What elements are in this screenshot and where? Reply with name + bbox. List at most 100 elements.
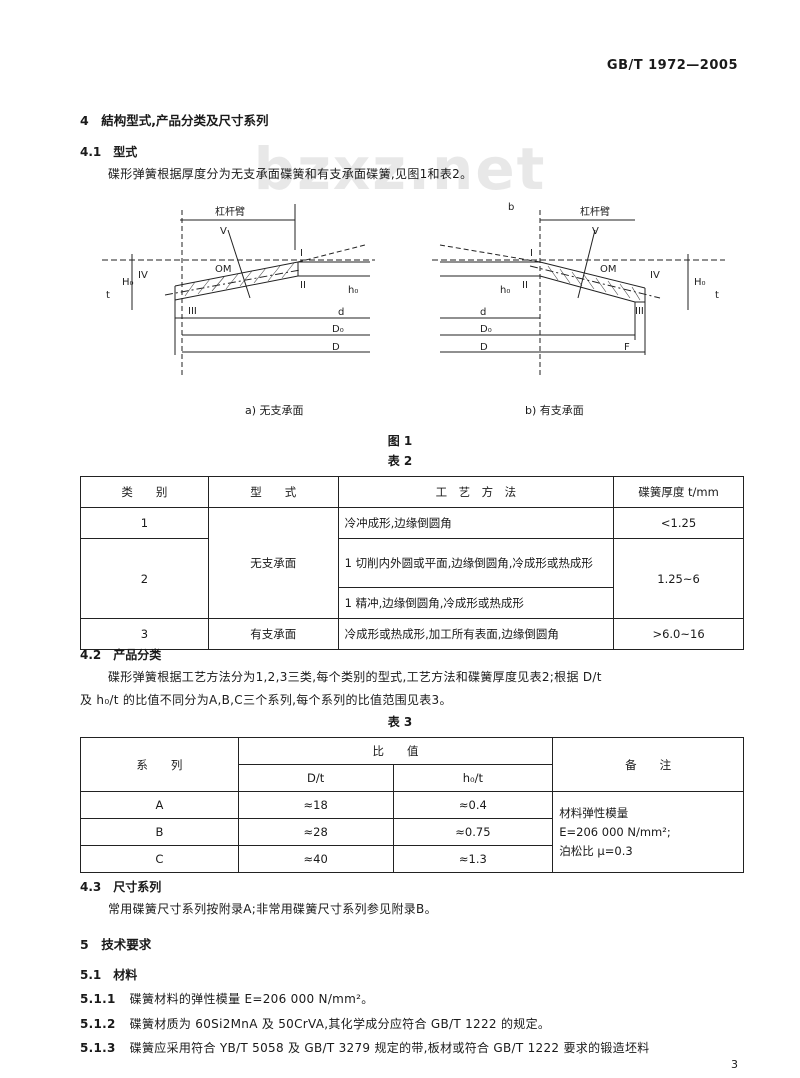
fig-b-b: b: [508, 202, 514, 213]
table-2-header-row: 类 别 型 式 工 艺 方 法 碟簧厚度 t/mm: [80, 476, 744, 508]
table-3-row-A-Dt: ≈18: [237, 791, 394, 819]
table-3-row-A-ht: ≈0.4: [392, 791, 554, 819]
table-2-row-2-method: 1 切削内外圆或平面,边缘倒圆角,冷成形或热成形: [337, 538, 615, 588]
table-row: A ≈18 ≈0.4 材料弹性模量 E=206 000 N/mm²; 泊松比 μ…: [80, 791, 744, 873]
table-2-row-4-thickness: >6.0~16: [613, 618, 744, 650]
fig-b-d: d: [480, 307, 486, 318]
page-number: 3: [731, 1058, 738, 1071]
fig-b-III: III: [635, 306, 644, 317]
table-2-row-4-method: 冷成形或热成形,加工所有表面,边缘倒圆角: [337, 618, 615, 650]
table-3-header-ht: h₀/t: [392, 764, 554, 792]
section-5-1-heading: 5.1 材料: [80, 968, 138, 982]
table-3-row-C-series: C: [80, 845, 239, 873]
section-5-1-1: 5.1.1 碟簧材料的弹性模量 E=206 000 N/mm²。: [80, 990, 374, 1007]
section-5-1-3-text: 碟簧应采用符合 YB/T 5058 及 GB/T 3279 规定的带,板材或符合…: [129, 1041, 650, 1055]
table-3-header-row-2: D/t h₀/t: [81, 764, 744, 792]
table-2-row-4-type: 有支承面: [207, 618, 339, 650]
section-5-1-3-num: 5.1.3: [80, 1041, 116, 1055]
section-5-1-2: 5.1.2 碟簧材质为 60Si2MnA 及 50CrVA,其化学成分应符合 GB…: [80, 1015, 550, 1032]
section-5-1-1-text: 碟簧材料的弹性模量 E=206 000 N/mm²。: [129, 992, 374, 1006]
table-3-row-A-series: A: [80, 791, 239, 819]
table-row: 1 无支承面 冷冲成形,边缘倒圆角 <1.25: [80, 507, 744, 619]
table-3-row-C-Dt: ≈40: [237, 845, 394, 873]
table-row: 3 有支承面 冷成形或热成形,加工所有表面,边缘倒圆角 >6.0~16: [80, 618, 744, 650]
fig-b-OM: OM: [600, 264, 617, 275]
fig-b-Ho: H₀: [694, 277, 706, 288]
section-5-1-2-num: 5.1.2: [80, 1017, 116, 1031]
table-2-row-4-category: 3: [80, 618, 209, 650]
table-row: 2 1 切削内外圆或平面,边缘倒圆角,冷成形或热成形 1.25~6: [80, 538, 744, 619]
table-2-title: 表 2: [387, 454, 413, 468]
fig-b-Do: D₀: [480, 324, 492, 335]
table-3-title: 表 3: [387, 715, 413, 729]
fig-b-V: V: [592, 226, 599, 237]
figure-1b-caption: b) 有支承面: [525, 404, 584, 417]
table-2-header-category: 类 别: [80, 476, 209, 508]
figure-1b-diagram: b 杠杆臂 H₀ OM I II III IV V h₀ d D₀ D F t: [432, 202, 725, 375]
fig-a-d: d: [338, 307, 344, 318]
fig-b-t: t: [715, 290, 719, 301]
section-5-1-1-num: 5.1.1: [80, 992, 116, 1006]
table-3-row-B-ht: ≈0.75: [392, 818, 554, 846]
table-3-header-note: 备 注: [552, 737, 744, 792]
table-3-row-C-ht: ≈1.3: [392, 845, 554, 873]
table-2: 类 别 型 式 工 艺 方 法 碟簧厚度 t/mm 1 无支承面 冷冲成形,边缘…: [80, 476, 744, 650]
table-3-header-row-1: 系 列 比 值 备 注: [80, 737, 744, 792]
section-5-heading: 5 技术要求: [80, 937, 152, 952]
table-2-header-method: 工 艺 方 法: [337, 476, 615, 508]
fig-b-top-span: 杠杆臂: [580, 205, 610, 218]
table-2-row-1-method: 冷冲成形,边缘倒圆角: [337, 507, 615, 539]
figure-1-title: 图 1: [387, 434, 413, 448]
fig-a-Do: D₀: [332, 324, 344, 335]
fig-b-II: II: [522, 280, 528, 291]
section-4-2-heading: 4.2 产品分类: [80, 648, 162, 662]
table-2-row-1-thickness: <1.25: [613, 507, 744, 539]
fig-a-top-span: 杠杆臂: [215, 205, 245, 218]
section-4-heading: 4 結构型式,产品分类及尺寸系列: [80, 113, 269, 128]
table-3-note-line-1: 材料弹性模量: [559, 805, 629, 820]
table-3: 系 列 比 值 备 注 D/t h₀/t A ≈18 ≈0.4 材料弹性模量 E…: [80, 737, 744, 873]
section-4-2-text-2: 及 h₀/t 的比值不同分为A,B,C三个系列,每个系列的比值范围见表3。: [80, 693, 452, 707]
fig-a-V: V: [220, 226, 227, 237]
fig-b-D: D: [480, 342, 488, 353]
fig-a-t: t: [106, 290, 110, 301]
table-3-row-B-Dt: ≈28: [237, 818, 394, 846]
table-2-row-3-method: 1 精冲,边缘倒圆角,冷成形或热成形: [337, 587, 615, 619]
table-3-header-series: 系 列: [80, 737, 239, 792]
table-2-row-2-category: 2: [80, 538, 209, 619]
fig-b-IV: IV: [650, 270, 660, 281]
table-row: 1 精冲,边缘倒圆角,冷成形或热成形: [81, 587, 744, 619]
section-5-1-3: 5.1.3 碟簧应采用符合 YB/T 5058 及 GB/T 3279 规定的带,…: [80, 1039, 650, 1056]
fig-a-D: D: [332, 342, 340, 353]
section-4-2-text-1: 碟形弹簧根据工艺方法分为1,2,3三类,每个类别的型式,工艺方法和碟簧厚度见表2…: [108, 670, 602, 684]
table-2-merged-type: 无支承面: [207, 507, 339, 619]
table-3-header-ratio: 比 值: [237, 737, 554, 765]
fig-a-II: II: [300, 280, 306, 291]
section-5-1-2-text: 碟簧材质为 60Si2MnA 及 50CrVA,其化学成分应符合 GB/T 12…: [129, 1017, 551, 1031]
section-4-3-text: 常用碟簧尺寸系列按附录A;非常用碟簧尺寸系列参见附录B。: [108, 902, 437, 916]
table-3-note-line-2: E=206 000 N/mm²;: [559, 824, 671, 839]
table-2-row-1-category: 1: [80, 507, 209, 539]
watermark: bzxz.net: [253, 135, 547, 203]
fig-a-III: III: [188, 306, 197, 317]
fig-a-Ho: H₀: [122, 277, 134, 288]
table-row: C ≈40 ≈1.3: [80, 845, 744, 873]
section-4-3-heading: 4.3 尺寸系列: [80, 880, 162, 894]
fig-b-I: I: [530, 248, 533, 259]
table-row: B ≈28 ≈0.75: [80, 818, 744, 846]
table-3-row-B-series: B: [80, 818, 239, 846]
fig-a-IV: IV: [138, 270, 148, 281]
table-3-note-line-3: 泊松比 μ=0.3: [559, 843, 633, 858]
fig-a-OM: OM: [215, 264, 232, 275]
figure-1a-caption: a) 无支承面: [245, 404, 304, 417]
figure-1a-diagram: 杠杆臂 H₀ OM I II III IV V h₀ d D₀ D t: [102, 204, 375, 375]
table-2-header-thickness: 碟簧厚度 t/mm: [613, 476, 744, 508]
section-4-1-heading: 4.1 型式: [80, 145, 138, 159]
table-2-header-type: 型 式: [207, 476, 339, 508]
table-2-row-2-thickness: 1.25~6: [613, 538, 744, 619]
standard-code: GB/T 1972—2005: [606, 58, 738, 73]
table-3-note: 材料弹性模量 E=206 000 N/mm²; 泊松比 μ=0.3: [552, 791, 744, 873]
table-3-header-Dt: D/t: [237, 764, 394, 792]
fig-b-F: F: [624, 342, 630, 353]
fig-b-ho: h₀: [500, 285, 510, 296]
